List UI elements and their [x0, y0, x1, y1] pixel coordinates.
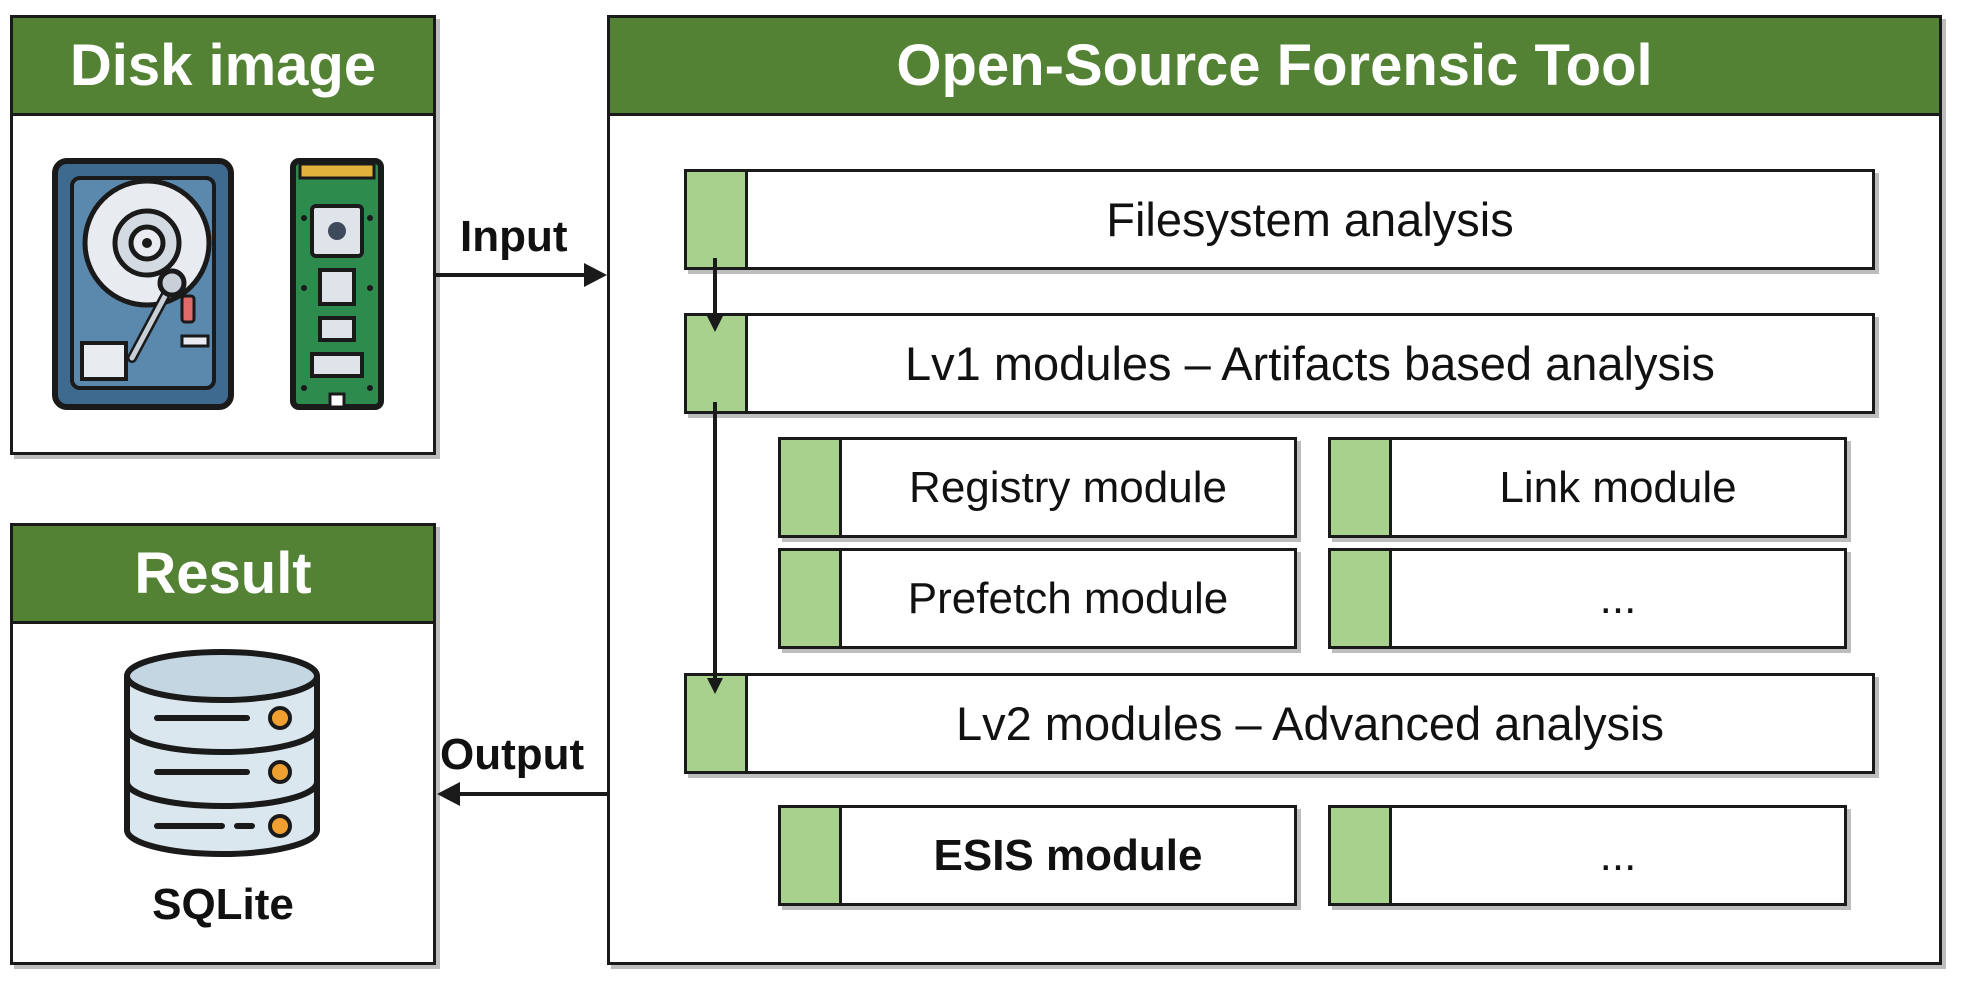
filesystem-analysis-label: Filesystem analysis — [1106, 193, 1514, 246]
more-lv2-modules-label: ... — [1599, 830, 1637, 880]
lv1-modules-stage: Lv1 modules – Artifacts based analysis — [684, 313, 1875, 414]
module-tab — [1331, 440, 1392, 535]
ssd-memory-stick-icon — [290, 158, 384, 410]
disk-image-title: Disk image — [13, 18, 433, 116]
stage-tab — [687, 172, 748, 267]
forensic-tool-title: Open-Source Forensic Tool — [610, 18, 1939, 116]
esis-module-label: ESIS module — [933, 830, 1203, 880]
prefetch-module-label: Prefetch module — [907, 573, 1229, 623]
sqlite-label: SQLite — [152, 880, 294, 929]
input-label: Input — [460, 212, 568, 261]
module-tab — [781, 808, 842, 903]
module-tab — [1331, 551, 1392, 646]
more-lv2-modules: ... — [1328, 805, 1847, 906]
result-title: Result — [13, 526, 433, 624]
output-label: Output — [440, 730, 585, 779]
link-module: Link module — [1328, 437, 1847, 538]
hard-disk-drive-icon — [52, 158, 234, 410]
prefetch-module: Prefetch module — [778, 548, 1297, 649]
link-module-label: Link module — [1499, 462, 1737, 512]
more-lv1-modules: ... — [1328, 548, 1847, 649]
more-lv1-modules-label: ... — [1599, 573, 1637, 623]
lv1-to-lv2-arrow — [707, 402, 723, 694]
module-tab — [1331, 808, 1392, 903]
output-arrow — [437, 782, 608, 806]
lv2-modules-label: Lv2 modules – Advanced analysis — [955, 697, 1665, 750]
registry-module: Registry module — [778, 437, 1297, 538]
lv1-modules-label: Lv1 modules – Artifacts based analysis — [905, 337, 1715, 390]
module-tab — [781, 440, 842, 535]
input-arrow — [436, 263, 607, 287]
esis-module: ESIS module — [778, 805, 1297, 906]
module-tab — [781, 551, 842, 646]
filesystem-to-lv1-arrow — [707, 258, 723, 332]
lv2-modules-stage: Lv2 modules – Advanced analysis — [684, 673, 1875, 774]
stage-tab — [687, 676, 748, 771]
filesystem-analysis-stage: Filesystem analysis — [684, 169, 1875, 270]
registry-module-label: Registry module — [909, 462, 1227, 512]
stage-tab — [687, 316, 748, 411]
database-icon — [124, 649, 320, 857]
